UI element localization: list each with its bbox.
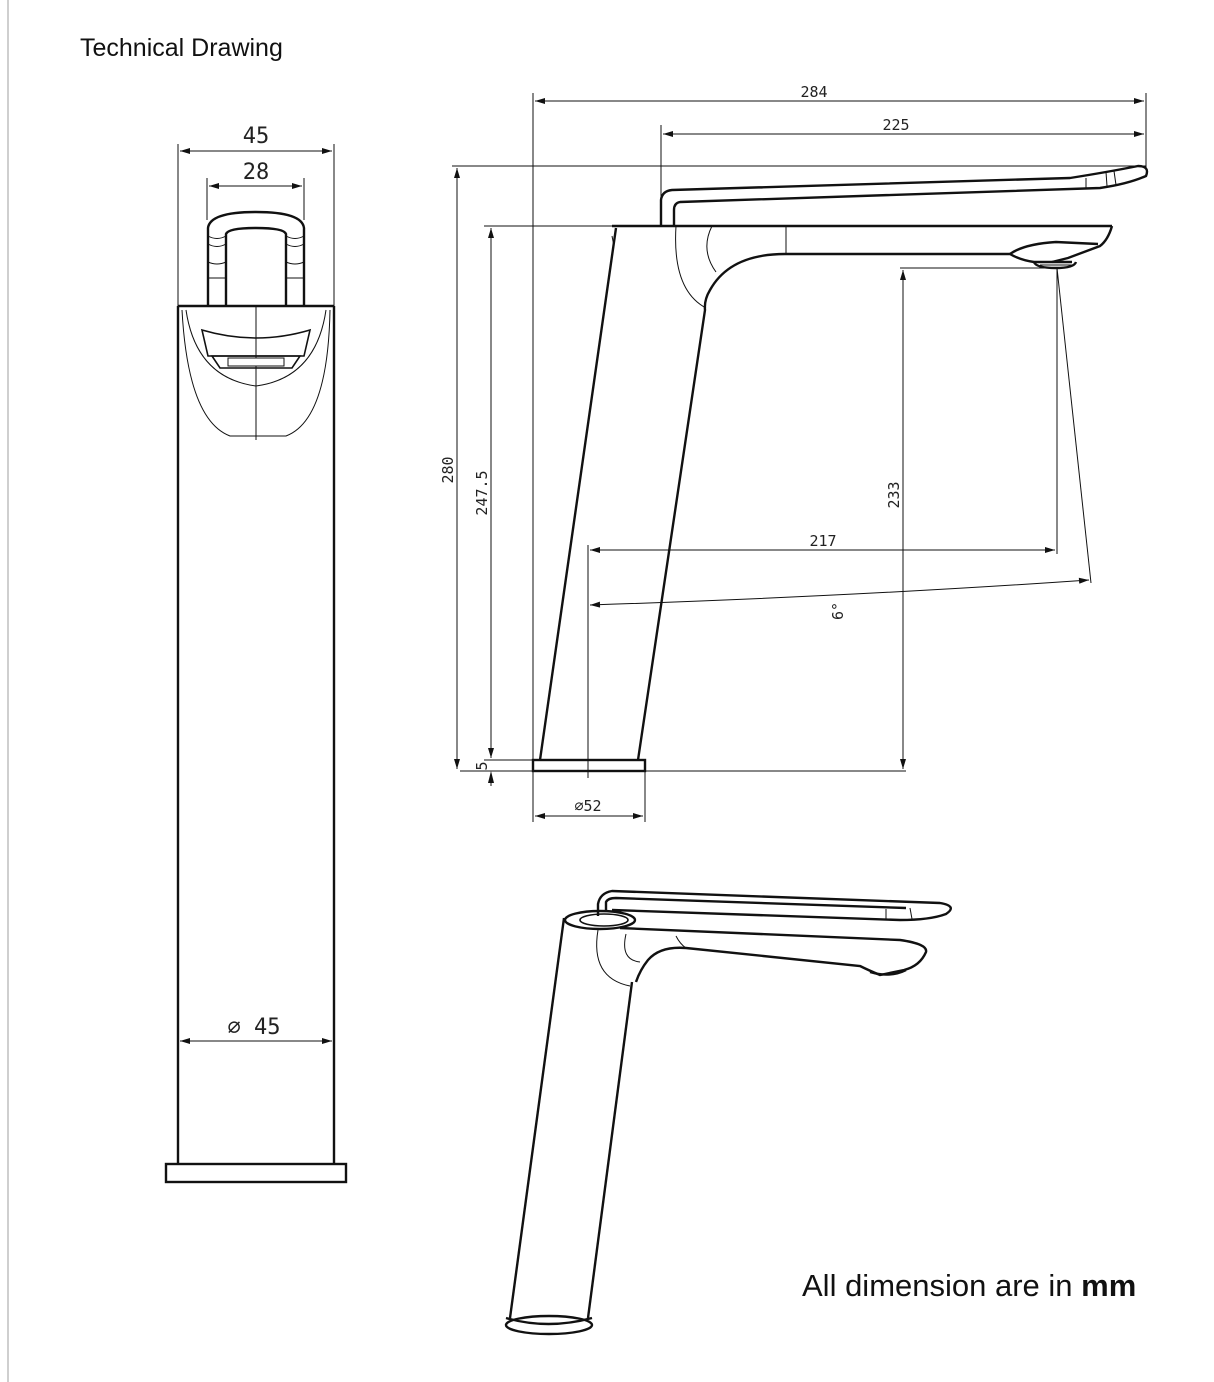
dim-label-diameter-45: ⌀ 45 xyxy=(228,1015,281,1040)
dim-side-handle-angle: 6° xyxy=(589,267,1092,620)
dim-label-45: 45 xyxy=(243,124,270,149)
dim-side-overall-length: 284 xyxy=(535,83,1144,104)
dim-front-overall-width: 45 xyxy=(177,124,335,306)
dim-label-247-5: 247.5 xyxy=(473,470,491,515)
dim-label-217: 217 xyxy=(809,532,836,550)
front-view: 45 28 xyxy=(164,124,348,1184)
dim-label-28: 28 xyxy=(243,160,270,185)
dim-label-284: 284 xyxy=(800,83,827,101)
dim-front-body-diameter: ⌀ 45 xyxy=(180,1015,332,1044)
side-body-spout xyxy=(531,224,1114,773)
dim-label-diameter-52: ⌀52 xyxy=(574,797,601,815)
front-handle xyxy=(206,210,306,306)
dim-label-233: 233 xyxy=(885,481,903,508)
units-note-unit: mm xyxy=(1081,1268,1137,1303)
dim-label-6deg: 6° xyxy=(829,602,847,620)
units-note: All dimension are in mm xyxy=(802,1268,1136,1304)
dim-side-spout-height: 233 xyxy=(885,270,906,769)
side-view: 284 225 xyxy=(439,83,1149,822)
side-handle-lever xyxy=(659,164,1149,226)
page-title: Technical Drawing xyxy=(80,34,283,62)
dim-label-225: 225 xyxy=(882,116,909,134)
dim-front-handle-width: 28 xyxy=(206,160,305,220)
perspective-view xyxy=(504,889,952,1336)
page-left-border xyxy=(7,0,9,1382)
dim-side-base-height: 5 xyxy=(473,761,494,786)
dim-side-base-diameter: ⌀52 xyxy=(532,771,646,822)
front-body xyxy=(164,304,348,1184)
dim-side-spout-reach: 217 xyxy=(587,268,1058,778)
dim-side-total-height: 280 xyxy=(439,168,460,769)
dim-side-handle-length: 225 xyxy=(663,116,1144,137)
dim-side-body-height: 247.5 xyxy=(473,228,494,758)
units-note-text: All dimension are in xyxy=(802,1268,1082,1303)
dim-label-5: 5 xyxy=(473,761,491,770)
dim-label-280: 280 xyxy=(439,456,457,483)
